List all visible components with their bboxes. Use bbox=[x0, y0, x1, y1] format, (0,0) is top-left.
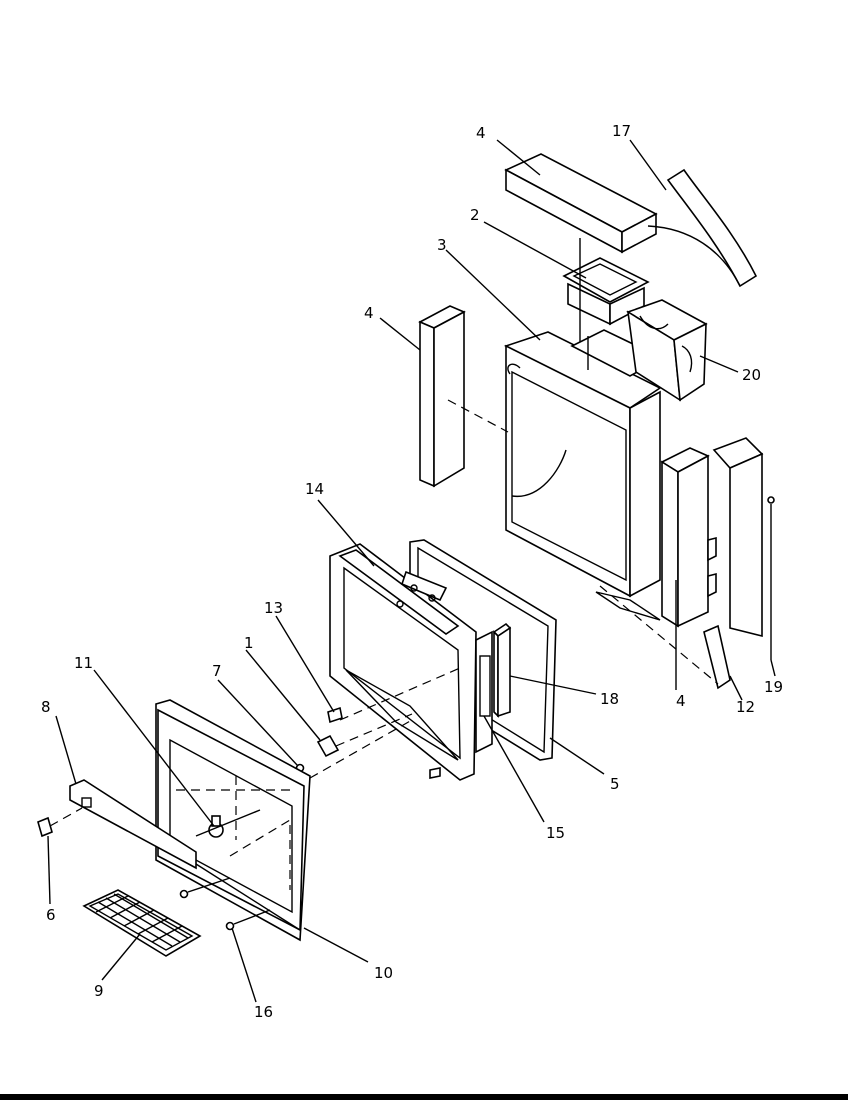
part-2-duct-adapter bbox=[562, 238, 650, 404]
label-18: 18 bbox=[600, 690, 619, 708]
label-12: 12 bbox=[736, 698, 755, 716]
part-4-left-block bbox=[418, 305, 509, 488]
part-12-angle-strip bbox=[599, 585, 731, 690]
label-13: 13 bbox=[264, 599, 283, 617]
part-1-clip bbox=[316, 713, 413, 758]
bottom-border bbox=[0, 1094, 848, 1100]
label-19: 19 bbox=[764, 678, 783, 696]
part-17-curved-strip bbox=[647, 168, 758, 288]
label-4-right: 4 bbox=[676, 692, 686, 710]
label-15: 15 bbox=[546, 824, 565, 842]
label-20: 20 bbox=[742, 366, 761, 384]
label-17: 17 bbox=[612, 122, 631, 140]
part-19-rod bbox=[767, 496, 775, 660]
label-10: 10 bbox=[374, 964, 393, 982]
part-18-bracket bbox=[492, 622, 512, 718]
label-6: 6 bbox=[46, 906, 56, 924]
label-14: 14 bbox=[305, 480, 324, 498]
label-3: 3 bbox=[437, 236, 447, 254]
part-9-grille bbox=[82, 889, 202, 957]
part-labels: 4 17 2 3 4 20 14 13 1 7 11 8 6 9 16 10 1… bbox=[41, 122, 783, 1021]
label-1: 1 bbox=[244, 634, 254, 652]
label-9: 9 bbox=[94, 982, 104, 1000]
part-10-front-frame bbox=[155, 699, 413, 942]
part-11-lamp bbox=[195, 809, 261, 838]
label-4-top: 4 bbox=[476, 124, 486, 142]
part-16-screws bbox=[179, 877, 271, 931]
label-11: 11 bbox=[74, 654, 93, 672]
part-4-top-block bbox=[504, 153, 658, 254]
part-3-cabinet-box bbox=[503, 329, 664, 621]
label-2: 2 bbox=[470, 206, 480, 224]
leader-lines bbox=[47, 139, 776, 1003]
part-8-strip bbox=[69, 779, 197, 870]
part-20-housing-cover bbox=[626, 299, 708, 402]
side-panel bbox=[707, 437, 764, 638]
label-7: 7 bbox=[212, 662, 222, 680]
part-6-tab bbox=[37, 807, 83, 838]
label-16: 16 bbox=[254, 1003, 273, 1021]
label-8: 8 bbox=[41, 698, 51, 716]
label-4-left: 4 bbox=[364, 304, 374, 322]
label-5: 5 bbox=[610, 775, 620, 793]
part-4-right-block bbox=[660, 447, 710, 628]
